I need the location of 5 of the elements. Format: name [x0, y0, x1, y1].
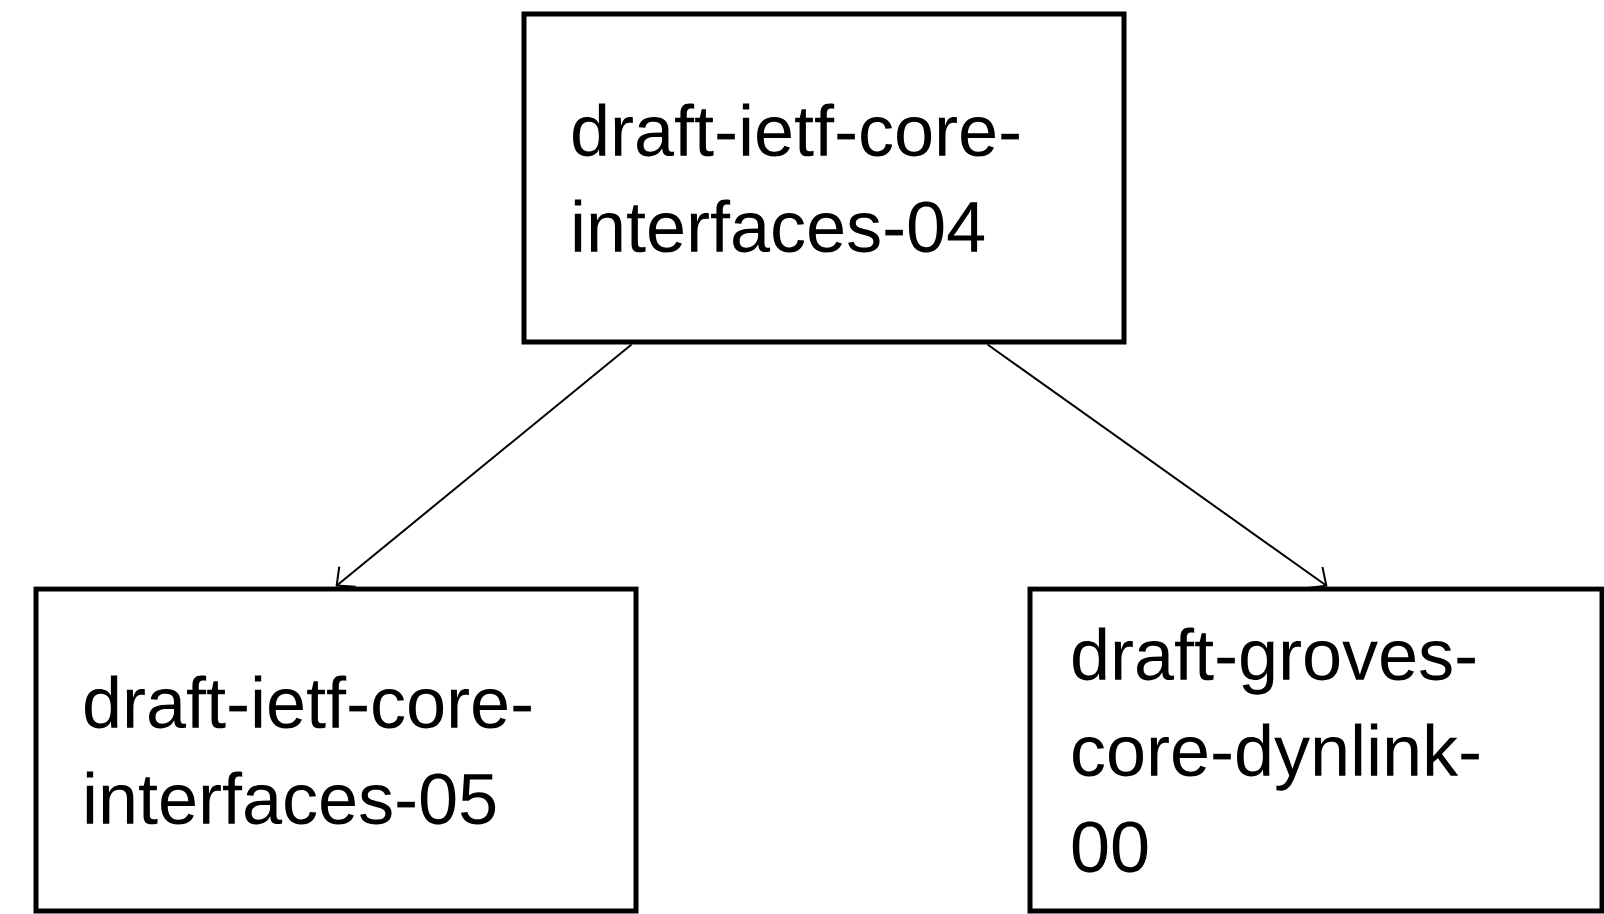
arrow [335, 343, 633, 588]
text-box: draft-ietf-core-interfaces-05 [33, 586, 639, 914]
text-box: draft-groves-core-dynlink-00 [1027, 586, 1604, 914]
arrow [986, 343, 1328, 590]
text-box: draft-ietf-core-interfaces-04 [521, 11, 1127, 345]
